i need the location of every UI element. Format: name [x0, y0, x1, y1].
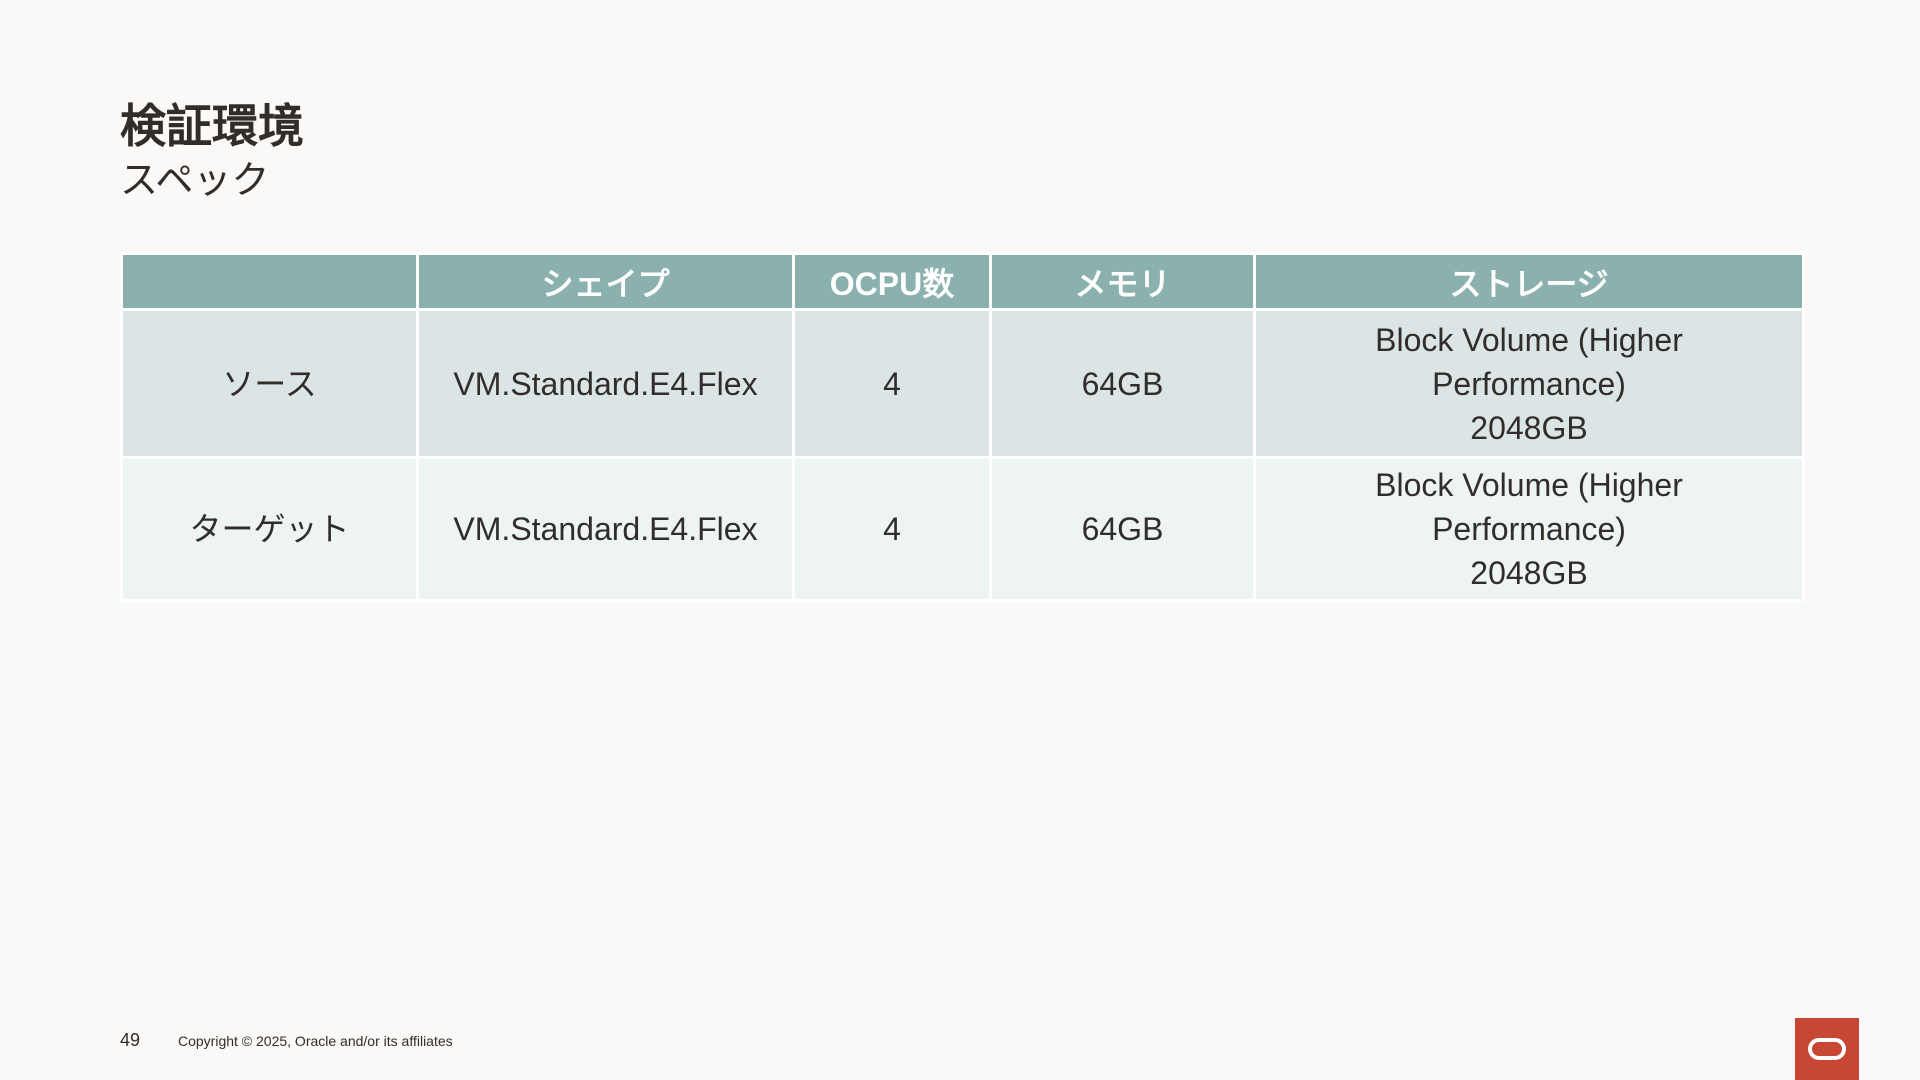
header-cell-ocpu: OCPU数 [792, 252, 992, 311]
oracle-logo-icon [1795, 1018, 1859, 1080]
storage-line: Performance) [1432, 511, 1626, 547]
storage-line: 2048GB [1470, 555, 1588, 591]
table-row: ターゲット VM.Standard.E4.Flex 4 64GB Block V… [120, 456, 1805, 602]
cell-memory: 64GB [989, 456, 1256, 602]
cell-shape: VM.Standard.E4.Flex [416, 456, 795, 602]
storage-line: 2048GB [1470, 409, 1588, 446]
slide-title: 検証環境 [120, 100, 304, 152]
cell-ocpu: 4 [792, 308, 992, 459]
copyright-text: Copyright © 2025, Oracle and/or its affi… [178, 1033, 453, 1049]
cell-memory: 64GB [989, 308, 1256, 459]
table-header-row: シェイプ OCPU数 メモリ ストレージ [120, 252, 1805, 311]
storage-line: Block Volume (Higher [1375, 321, 1683, 358]
cell-storage: Block Volume (Higher Performance) 2048GB [1253, 456, 1805, 602]
header-cell-memory: メモリ [989, 252, 1256, 311]
cell-ocpu: 4 [792, 456, 992, 602]
header-cell-shape: シェイプ [416, 252, 795, 311]
oracle-logo-shape [1808, 1038, 1846, 1060]
header-cell-empty [120, 252, 419, 311]
cell-storage: Block Volume (Higher Performance) 2048GB [1253, 308, 1805, 459]
table-row: ソース VM.Standard.E4.Flex 4 64GB Block Vol… [120, 308, 1805, 459]
header-cell-storage: ストレージ [1253, 252, 1805, 311]
spec-table: シェイプ OCPU数 メモリ ストレージ ソース VM.Standard.E4.… [120, 252, 1805, 602]
page-number: 49 [120, 1030, 141, 1050]
cell-label: ターゲット [120, 456, 419, 602]
storage-line: Block Volume (Higher [1375, 467, 1683, 503]
cell-label: ソース [120, 308, 419, 459]
cell-shape: VM.Standard.E4.Flex [416, 308, 795, 459]
slide-subtitle: スペック [120, 160, 270, 202]
storage-line: Performance) [1432, 365, 1626, 402]
